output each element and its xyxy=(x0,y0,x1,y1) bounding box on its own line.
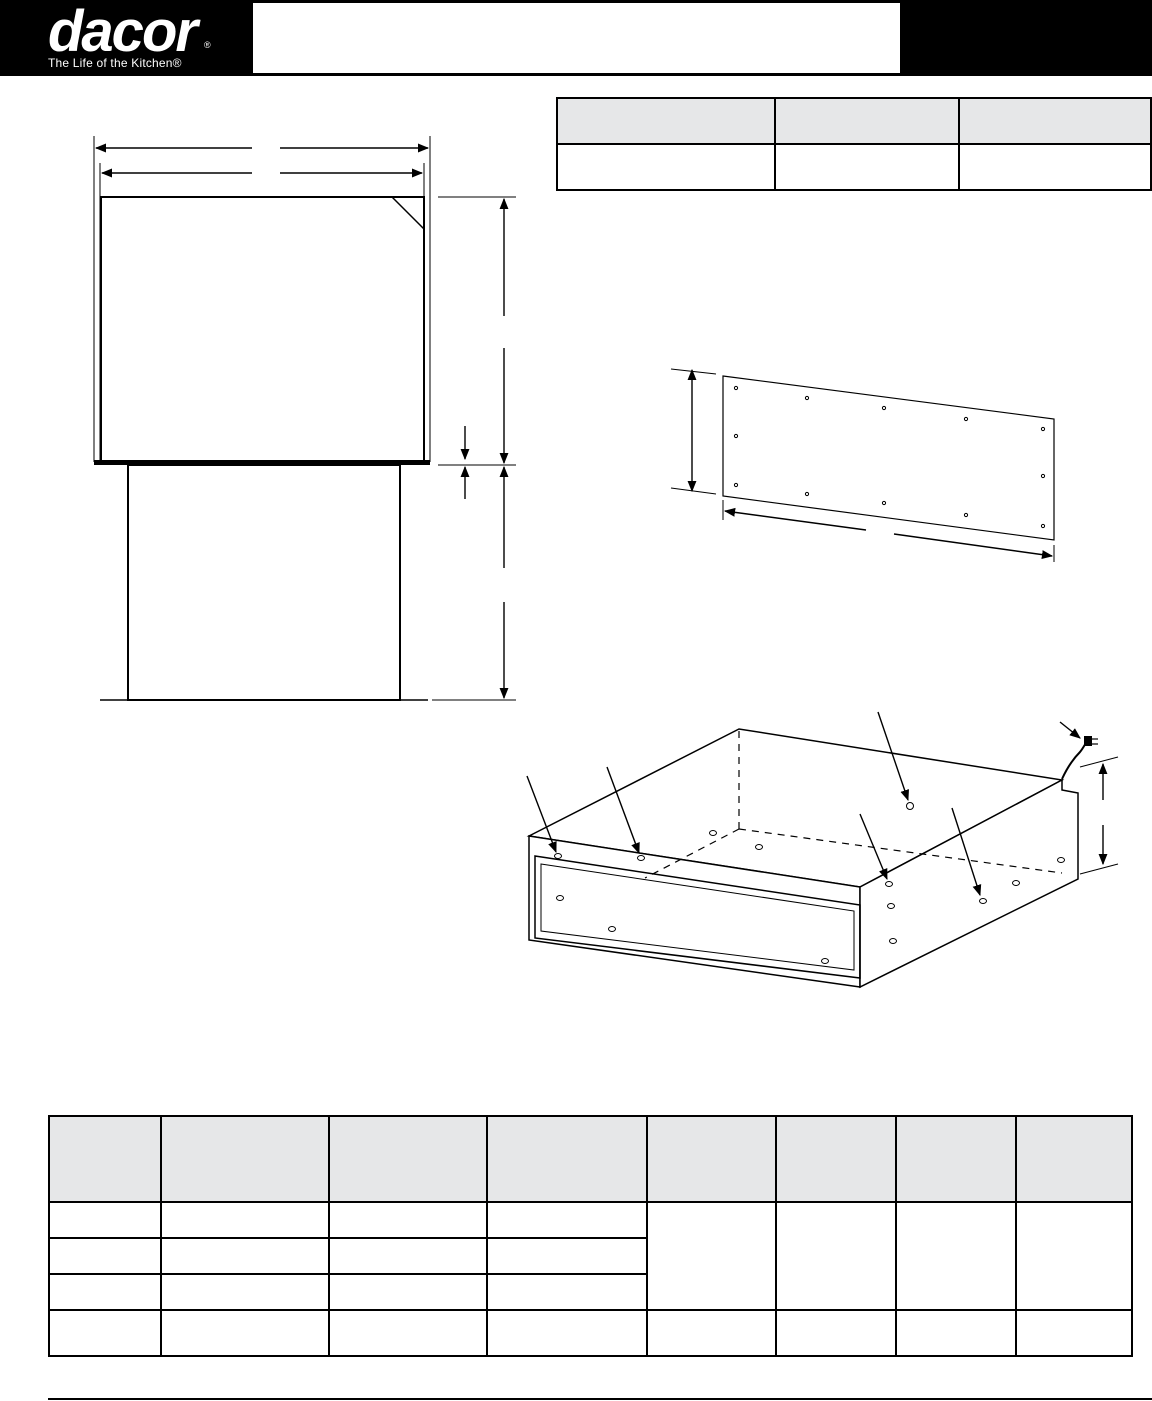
models-table-cell xyxy=(328,1201,488,1239)
enclosure-front-opening xyxy=(534,855,861,979)
models-table-merged-cell xyxy=(646,1201,777,1311)
models-table-cell xyxy=(160,1201,330,1239)
back-panel-width-dimension xyxy=(723,507,1054,560)
models-table-cell xyxy=(328,1237,488,1275)
models-table-cell xyxy=(48,1237,162,1275)
enclosure-isometric-drawing xyxy=(526,711,1119,989)
models-table-cell xyxy=(486,1273,648,1311)
models-table-cell xyxy=(895,1309,1017,1357)
models-table-cell xyxy=(160,1273,330,1311)
enclosure-side-face xyxy=(859,778,1079,989)
spec-table-header-cell xyxy=(958,97,1152,145)
models-table-cell xyxy=(328,1309,488,1357)
models-table-cell xyxy=(486,1309,648,1357)
models-table-cell xyxy=(486,1237,648,1275)
models-table-row xyxy=(48,1201,1133,1311)
models-table-cell xyxy=(160,1237,330,1275)
models-table-header-row xyxy=(48,1115,1133,1203)
spec-table-header-cell xyxy=(556,97,776,145)
logo-tagline: The Life of the Kitchen® xyxy=(48,56,182,70)
models-table-header-cell xyxy=(895,1115,1017,1203)
models-table-cell xyxy=(48,1273,162,1311)
models-table-cell xyxy=(160,1309,330,1357)
models-table-header-cell xyxy=(48,1115,162,1203)
enclosure-screw-holes xyxy=(554,802,1065,964)
models-table-merged-cell xyxy=(895,1201,1017,1311)
oven-outline xyxy=(100,196,425,462)
models-table-header-cell xyxy=(775,1115,897,1203)
models-table-cell xyxy=(486,1201,648,1239)
dacor-logo: dacor ® The Life of the Kitchen® xyxy=(0,0,250,76)
back-panel-outline xyxy=(722,375,1055,541)
models-table-header-cell xyxy=(328,1115,488,1203)
trim-plate xyxy=(94,460,430,465)
models-table-cell xyxy=(646,1309,777,1357)
models-table-header-cell xyxy=(646,1115,777,1203)
models-table-cell xyxy=(328,1273,488,1311)
models-table xyxy=(48,1115,1133,1357)
enclosure-leader-arrows xyxy=(526,711,1081,897)
models-table-row xyxy=(48,1237,1132,1275)
power-cord-icon xyxy=(1061,736,1098,780)
footer-rule xyxy=(48,1398,1152,1400)
models-table-cell xyxy=(48,1309,162,1357)
models-table-header-cell xyxy=(160,1115,330,1203)
front-elevation-drawing xyxy=(93,136,516,701)
technical-drawings xyxy=(93,136,1119,989)
back-panel-screw-holes xyxy=(733,385,1046,529)
spec-table-cell xyxy=(774,143,960,191)
spec-table-cell xyxy=(556,143,776,191)
models-table-row xyxy=(48,1273,1132,1311)
spec-table-cell xyxy=(958,143,1152,191)
models-table-header-cell xyxy=(1015,1115,1133,1203)
models-table-cell xyxy=(775,1309,897,1357)
title-box xyxy=(253,3,900,73)
models-table-row xyxy=(48,1309,1133,1357)
back-panel-drawing xyxy=(670,368,1055,562)
models-table-merged-cell xyxy=(1015,1201,1133,1311)
spec-table-row xyxy=(556,143,1152,191)
models-table-cell xyxy=(48,1201,162,1239)
models-table-merged-cell xyxy=(775,1201,897,1311)
logo-registered-mark: ® xyxy=(204,40,211,50)
spec-table-header-cell xyxy=(774,97,960,145)
warming-drawer-outline xyxy=(127,464,401,701)
enclosure-hidden-edges xyxy=(644,731,1063,879)
spec-table xyxy=(556,97,1152,191)
logo-wordmark: dacor xyxy=(48,0,198,64)
models-table-cell xyxy=(1015,1309,1133,1357)
models-table-header-cell xyxy=(486,1115,648,1203)
spec-table-header-row xyxy=(556,97,1152,145)
